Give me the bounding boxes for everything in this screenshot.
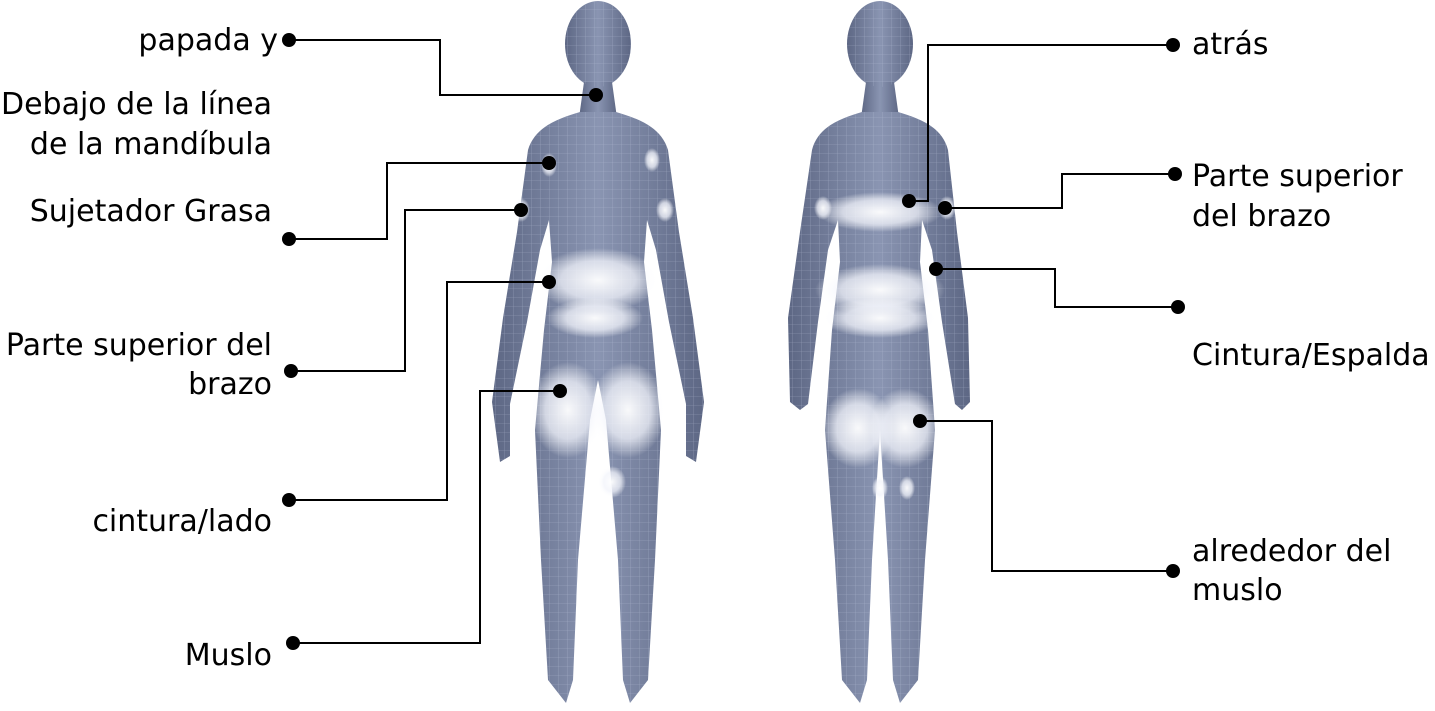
dot-cintura-espalda-label — [1171, 300, 1185, 314]
dot-brazo-front-body — [514, 203, 528, 217]
dot-atras-label — [1166, 38, 1180, 52]
dot-cintura-lado-body — [542, 275, 556, 289]
dot-papada-body — [589, 88, 603, 102]
label-alrededor-line2: muslo — [1192, 572, 1283, 609]
label-sujetador: Sujetador Grasa — [30, 193, 272, 230]
dot-alrededor-body — [913, 414, 927, 428]
leader-muslo — [293, 391, 560, 643]
label-brazo-back-line2: del brazo — [1192, 198, 1331, 235]
leader-sujetador — [291, 163, 549, 239]
dot-brazo-front-label — [284, 364, 298, 378]
leader-papada — [291, 40, 596, 95]
dot-sujetador-label — [282, 232, 296, 246]
leader-lines — [291, 40, 1178, 643]
leader-alrededor — [920, 421, 1173, 571]
marker-dots — [282, 33, 1185, 650]
dot-brazo-back-label — [1168, 167, 1182, 181]
dot-brazo-back-body — [938, 201, 952, 215]
label-atras: atrás — [1192, 26, 1269, 63]
front-body-figure — [492, 1, 704, 703]
label-cintura-espalda: Cintura/Espalda — [1192, 337, 1430, 374]
label-muslo: Muslo — [185, 637, 272, 674]
dot-alrededor-label — [1166, 564, 1180, 578]
label-alrededor-line1: alrededor del — [1192, 533, 1391, 570]
dot-cintura-lado-label — [282, 493, 296, 507]
label-brazo-back-line1: Parte superior — [1192, 158, 1403, 195]
dot-sujetador-body — [542, 156, 556, 170]
dot-muslo-label — [286, 636, 300, 650]
leader-brazo-front — [291, 210, 521, 371]
back-body-figure — [788, 1, 970, 703]
leader-cintura-espalda — [936, 269, 1178, 307]
leader-brazo-back — [945, 174, 1175, 208]
label-papada: papada y — [138, 22, 278, 59]
label-brazo-front-line2: brazo — [188, 366, 272, 403]
label-mandibula-line1: Debajo de la línea — [1, 86, 272, 123]
dot-muslo-body — [553, 384, 567, 398]
label-mandibula-line2: de la mandíbula — [30, 126, 272, 163]
label-brazo-front-line1: Parte superior del — [6, 327, 272, 364]
dot-cintura-espalda-body — [929, 262, 943, 276]
dot-atras-body — [902, 194, 916, 208]
dot-papada-label — [282, 33, 296, 47]
label-cintura-lado: cintura/lado — [92, 503, 272, 540]
